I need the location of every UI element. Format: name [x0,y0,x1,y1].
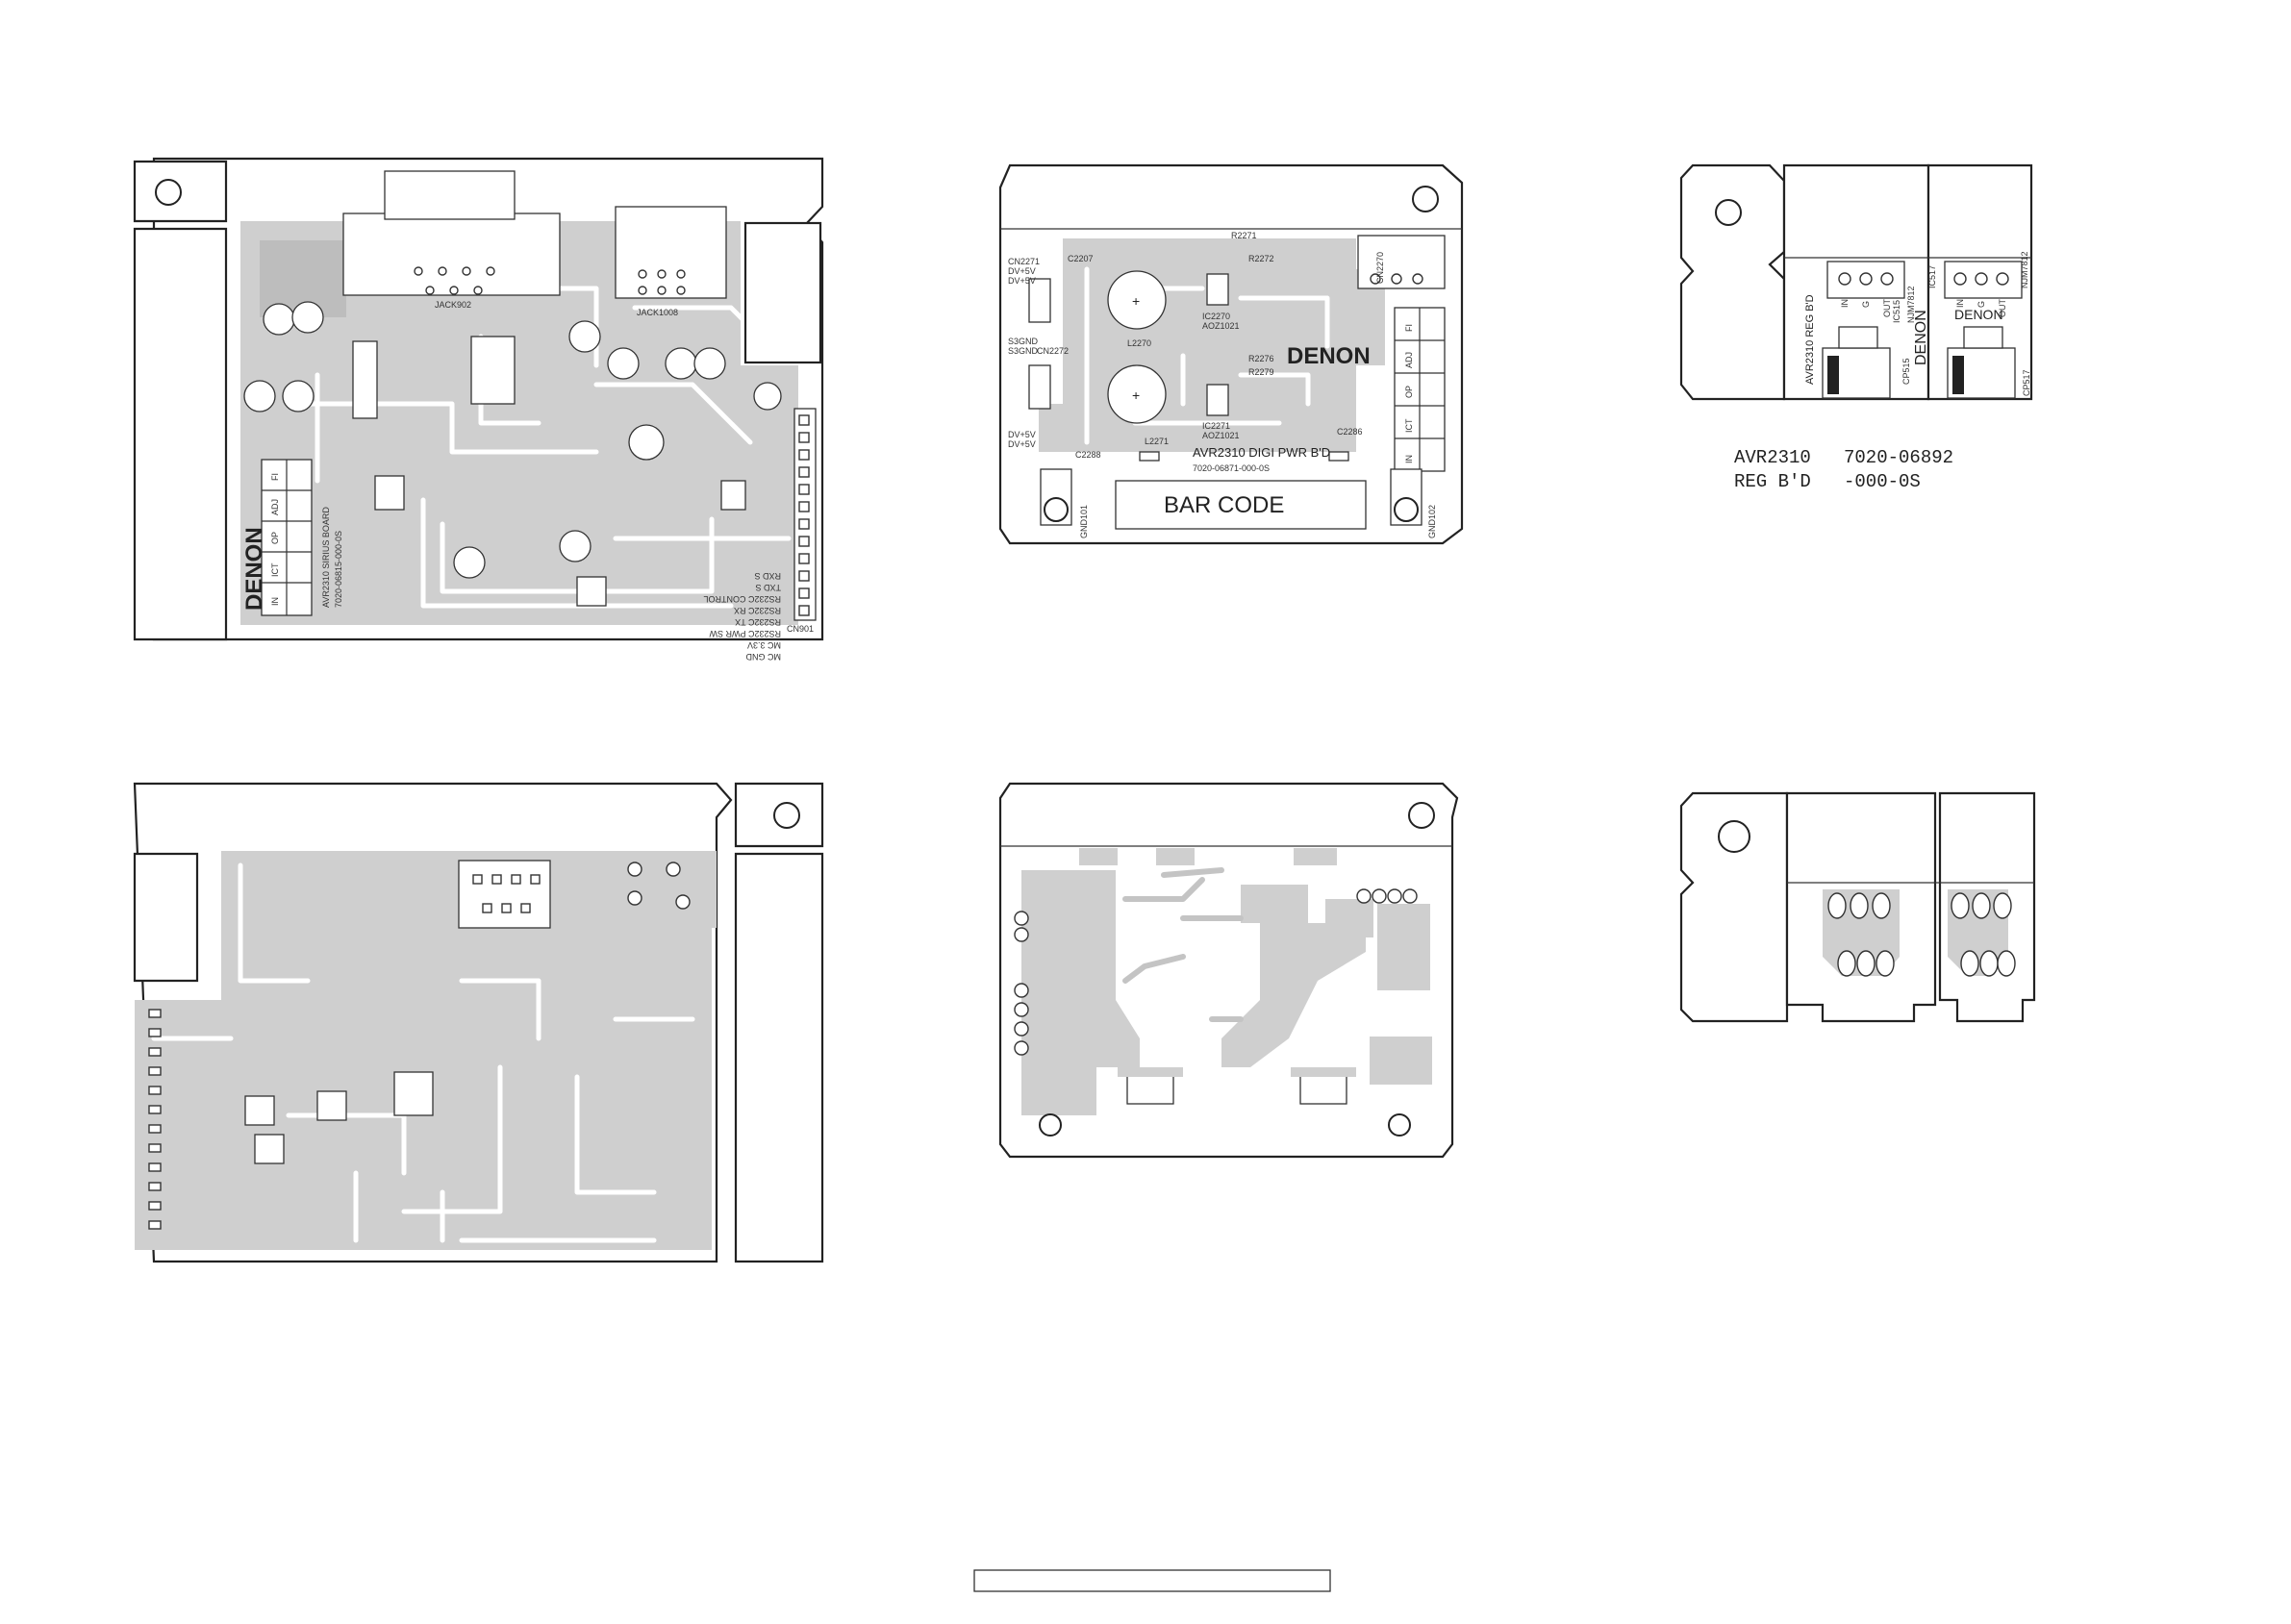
cp-in: IN [270,597,280,606]
digi-cp-in: IN [1404,455,1414,463]
reg-pin-out-2: OUT [1998,299,2007,318]
digi-l2271: L2271 [1145,437,1169,446]
reg-pin-in-2: IN [1955,299,1965,308]
jack902-pins [414,266,495,295]
reg-cp515: CP515 [1901,358,1911,385]
reg-board-name: AVR2310 REG B'D [1804,294,1816,385]
svg-text:+: + [1132,293,1140,309]
reg-caption-line1-right: 7020-06892 [1844,447,1953,468]
cp-op: OP [270,532,280,544]
digi-l2270: L2270 [1127,338,1151,348]
digi-ic2270: IC2270 [1202,312,1230,321]
digi-aoz-1: AOZ1021 [1202,321,1240,331]
pin-label-tx: RS232C TX [735,617,781,627]
digi-r2272: R2272 [1248,254,1274,263]
reg-board-bottom [1679,791,2036,1023]
digi-r2279: R2279 [1248,367,1274,377]
pin-label-pwr-sw: RS232C PWR SW [709,629,781,638]
reg-njm-1: NJM7812 [1906,286,1916,323]
digi-board-name: AVR2310 DIGI PWR B'D [1193,445,1330,460]
reg-pin-g-2: G [1976,301,1986,308]
digi-cn2272: CN2272 [1037,346,1069,356]
sirius-board-name: AVR2310 SIRIUS BOARD [321,507,331,608]
sirius-board-top: JACK902 JACK1008 [133,157,824,662]
reg-cp517: CP517 [2022,369,2031,396]
reg-caption-line2-left: REG B'D [1734,471,1811,492]
sirius-part-no: 7020-06815-000-0S [334,531,343,608]
reg-caption-line1-left: AVR2310 [1734,447,1811,468]
pin-label-rx: RS232C RX [734,606,781,615]
digi-checkpoint-table: IN ICT OP ADJ FI [1394,307,1446,472]
digi-c2288: C2288 [1075,450,1101,460]
svg-text:+: + [1132,387,1140,403]
reg-caption: AVR2310 7020-06892 REG B'D -000-0S [1734,447,1953,492]
digi-ic2271: IC2271 [1202,421,1230,431]
bar-code-box [1115,480,1367,530]
digi-net-1: DV+5V [1008,266,1036,276]
cp-adj: ADJ [270,499,280,515]
digi-net-4: S3GND [1008,346,1039,356]
sirius-brand: DENON [241,527,267,611]
pin-label-txd: TXD S [755,583,781,592]
reg-njm-2: NJM7812 [2020,251,2029,288]
reg-board-top: IN G OUT IN G OUT AVR2310 REG B'D IC515 … [1679,163,2033,401]
digi-c2207: C2207 [1068,254,1094,263]
reg-brand-2: DENON [1954,307,2003,322]
digi-net-3: S3GND [1008,337,1039,346]
digi-pwr-board-top: + + IN ICT OP ADJ FI DENON AVR2310 DIGI … [998,163,1464,545]
sirius-capacitors [243,301,782,579]
reg-pin-g-1: G [1861,301,1871,308]
digi-cp-op: OP [1404,386,1414,398]
digi-brand: DENON [1287,343,1371,369]
digi-net-5: DV+5V [1008,430,1036,439]
pin-label-rxd: RXD S [754,571,781,581]
cp-ict: ICT [270,562,280,577]
reg-pin-out-1: OUT [1882,299,1892,318]
jack1008-label: JACK1008 [637,308,678,317]
digi-r2271: R2271 [1231,231,1257,240]
cn901-pins [798,414,810,616]
sirius-bottom-header [148,1009,162,1230]
digi-gnd102: GND102 [1427,505,1437,538]
pin-label-control: RS232C CONTROL [703,594,781,604]
digi-net-2: DV+5V [1008,276,1036,286]
digi-aoz-2: AOZ1021 [1202,431,1240,440]
cp-fi: FI [270,473,280,481]
digi-pwr-board-bottom [998,782,1459,1159]
pin-label-mc-33v: MC 3.3V [747,640,781,650]
sirius-checkpoint-table: IN ICT OP ADJ FI [261,459,313,616]
sirius-pin-labels: MC GND MC 3.3V RS232C PWR SW RS232C TX R… [703,571,781,662]
jack902-label: JACK902 [435,300,471,310]
digi-r2276: R2276 [1248,354,1274,363]
digi-cn2271: CN2271 [1008,257,1040,266]
jack1008-pins [638,269,686,295]
cn901-header [793,408,817,621]
cn901-label: CN901 [787,624,814,634]
reg-caption-line2-right: -000-0S [1844,471,1921,492]
digi-part-no: 7020-06871-000-0S [1193,463,1270,473]
title-strip-box [973,1569,1331,1592]
reg-pin-in-1: IN [1840,299,1850,308]
pin-label-mc-gnd: MC GND [745,652,781,662]
bar-code-label: BAR CODE [1164,492,1284,518]
digi-net-6: DV+5V [1008,439,1036,449]
sirius-board-bottom [133,782,824,1263]
sirius-bottom-pins [472,874,541,913]
digi-cp-adj: ADJ [1404,352,1414,368]
digi-gnd101: GND101 [1079,505,1089,538]
reg-ic515: IC515 [1892,300,1901,323]
digi-bottom-pads [1014,888,1418,1056]
digi-cp-fi: FI [1404,324,1414,332]
digi-cn2270: CN2270 [1375,252,1385,284]
digi-c2286: C2286 [1337,427,1363,437]
reg-brand: DENON [1913,310,1929,365]
reg-bottom-pads [1827,892,2016,977]
reg-ic517: IC517 [1927,265,1937,288]
digi-cp-ict: ICT [1404,418,1414,433]
